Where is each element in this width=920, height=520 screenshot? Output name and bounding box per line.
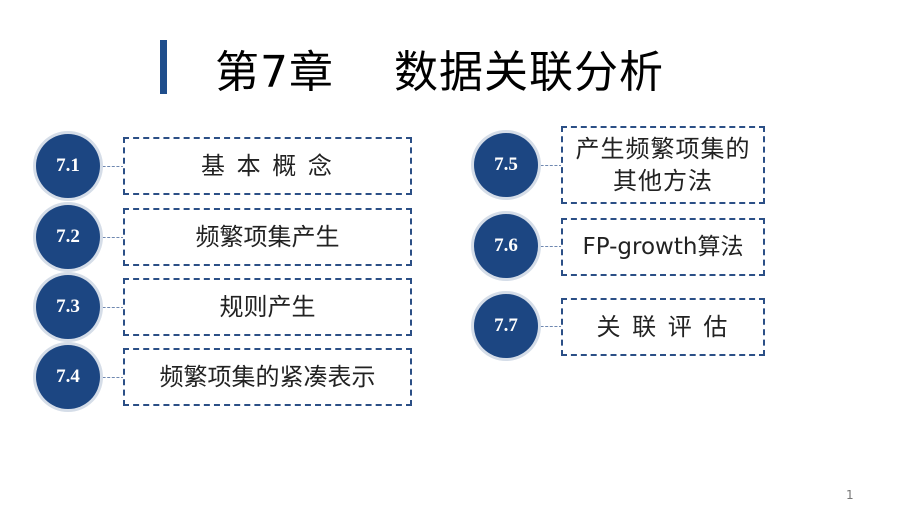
toc-item-fp-growth[interactable]: FP-growth算法 (561, 218, 765, 276)
section-number-badge: 7.1 (36, 134, 100, 198)
page-number: 1 (846, 488, 854, 502)
connector-line (536, 326, 562, 327)
toc-item-concepts[interactable]: 基 本 概 念 (123, 137, 412, 195)
section-number-badge: 7.6 (474, 214, 538, 278)
toc-item-association-evaluation[interactable]: 关 联 评 估 (561, 298, 765, 356)
section-number-badge: 7.4 (36, 345, 100, 409)
connector-line (536, 165, 562, 166)
connector-line (98, 166, 124, 167)
toc-item-other-methods[interactable]: 产生频繁项集的 其他方法 (561, 126, 765, 204)
connector-line (98, 307, 124, 308)
toc-item-rule-generation[interactable]: 规则产生 (123, 278, 412, 336)
connector-line (536, 246, 562, 247)
section-number-badge: 7.3 (36, 275, 100, 339)
section-number-badge: 7.7 (474, 294, 538, 358)
connector-line (98, 237, 124, 238)
page-title: 第7章 数据关联分析 (215, 47, 664, 98)
title-accent-bar (160, 40, 167, 94)
toc-item-frequent-itemset-generation[interactable]: 频繁项集产生 (123, 208, 412, 266)
toc-item-compact-representation[interactable]: 频繁项集的紧凑表示 (123, 348, 412, 406)
connector-line (98, 377, 124, 378)
section-number-badge: 7.2 (36, 205, 100, 269)
section-number-badge: 7.5 (474, 133, 538, 197)
